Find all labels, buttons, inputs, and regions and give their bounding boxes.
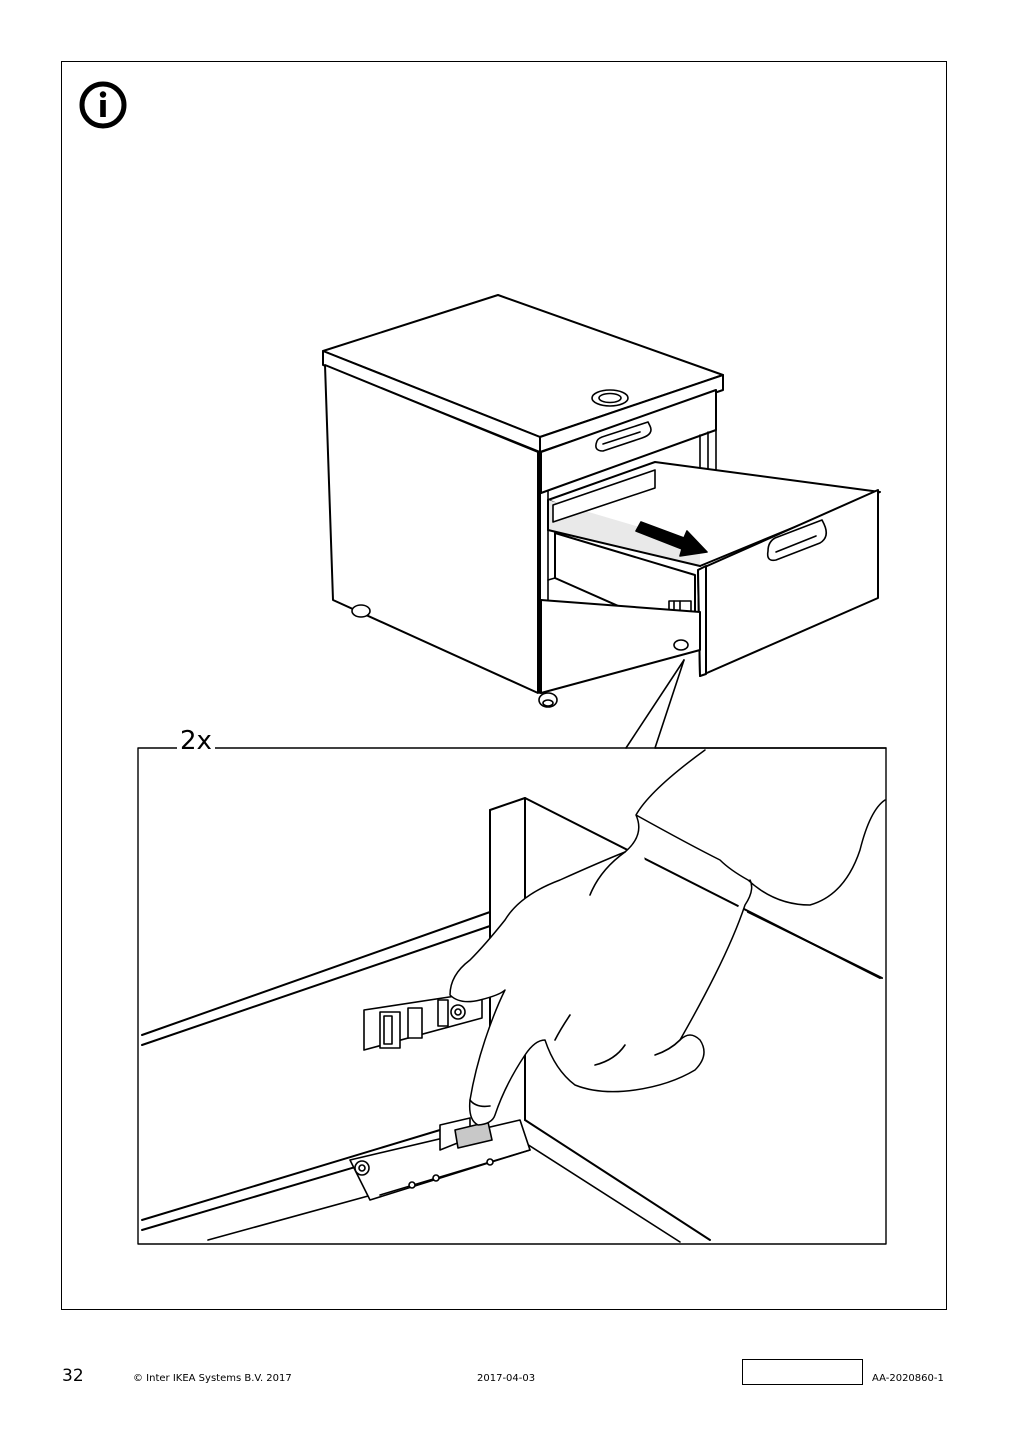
detail-view — [137, 747, 887, 1245]
info-icon — [79, 81, 127, 129]
copyright-text: © Inter IKEA Systems B.V. 2017 — [133, 1373, 292, 1384]
quantity-label: 2x — [177, 728, 215, 754]
document-code: AA-2020860-1 — [872, 1373, 944, 1384]
page-frame — [61, 61, 947, 1310]
drawer-cabinet — [322, 294, 881, 749]
document-date: 2017-04-03 — [477, 1373, 536, 1384]
page-number: 32 — [62, 1366, 84, 1386]
blank-box — [742, 1359, 863, 1385]
